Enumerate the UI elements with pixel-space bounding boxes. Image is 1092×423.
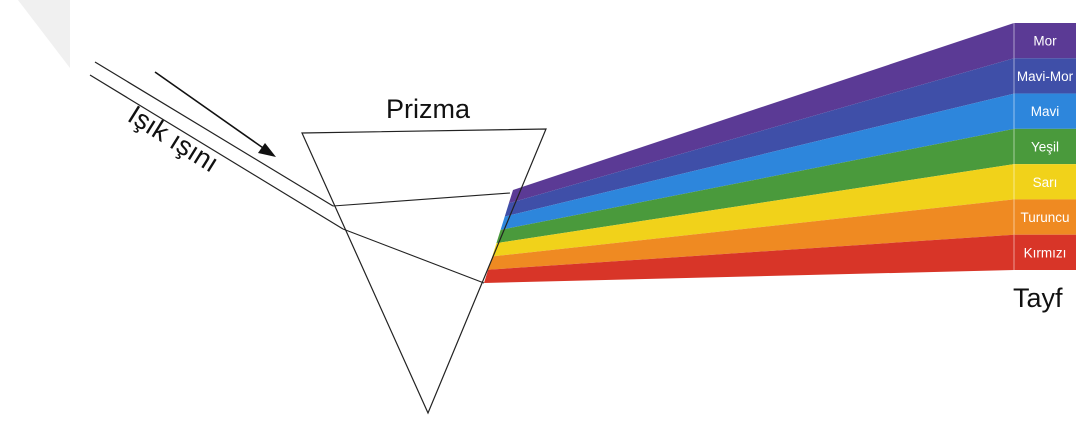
band-label: Yeşil bbox=[1031, 140, 1059, 155]
band-label: Mavi-Mor bbox=[1017, 69, 1074, 84]
prism-label: Prizma bbox=[386, 94, 471, 124]
band-label: Mor bbox=[1033, 34, 1057, 49]
band-label: Turuncu bbox=[1020, 210, 1069, 225]
band-label: Mavi bbox=[1031, 104, 1060, 119]
refraction-lines bbox=[333, 193, 510, 283]
band-label: Kırmızı bbox=[1024, 245, 1067, 260]
light-source-wedge bbox=[18, 0, 70, 68]
light-ray-label: Işık ışını bbox=[123, 100, 224, 179]
light-ray bbox=[90, 62, 343, 229]
band-label: Sarı bbox=[1033, 175, 1058, 190]
spectrum-label: Tayf bbox=[1013, 283, 1063, 313]
